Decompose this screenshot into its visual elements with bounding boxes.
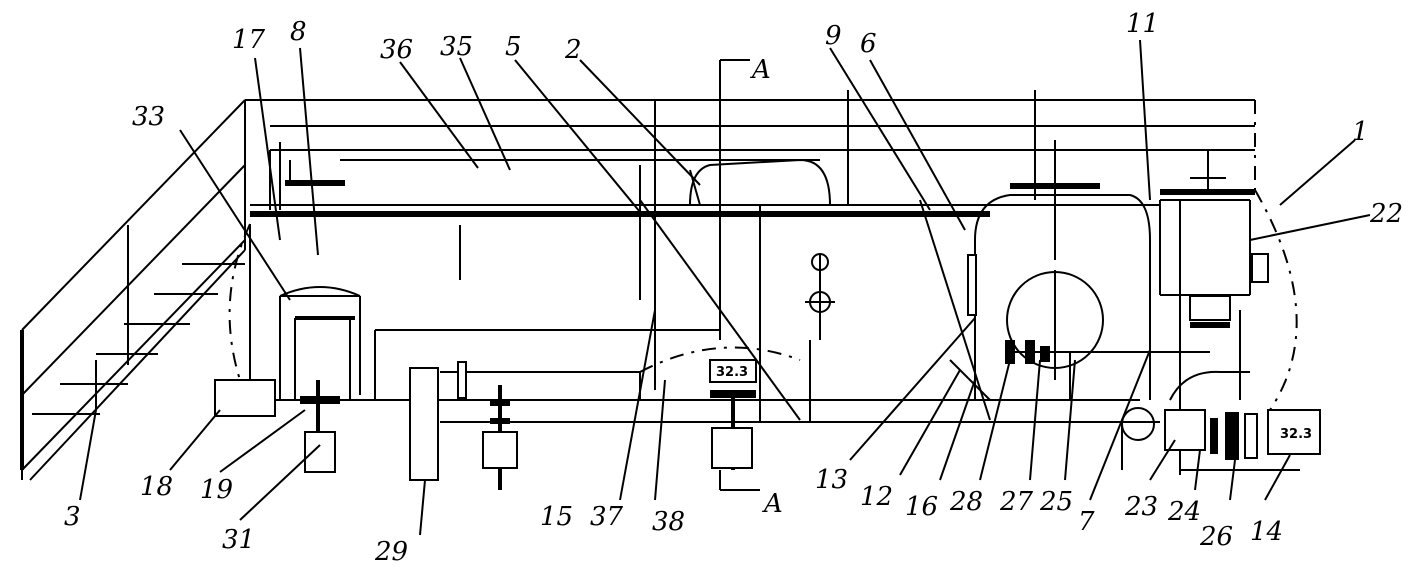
- label-23: 23: [1124, 492, 1158, 522]
- right-tank: [919, 100, 1300, 475]
- part-labels: 17 8 36 35 5 2 A 9 6 11 1 33 22 18 19 3 …: [64, 9, 1403, 567]
- label-2: 2: [564, 35, 582, 65]
- label-22: 22: [1369, 199, 1403, 229]
- label-7: 7: [1078, 507, 1095, 537]
- label-18: 18: [140, 472, 173, 502]
- label-3: 3: [64, 502, 81, 532]
- label-11: 11: [1126, 9, 1159, 39]
- valves-and-pumps: [214, 253, 1321, 490]
- main-tank: [240, 100, 1160, 423]
- label-25: 25: [1039, 487, 1073, 517]
- label-37: 37: [590, 502, 624, 532]
- label-13: 13: [815, 465, 848, 495]
- label-36: 36: [380, 35, 413, 65]
- label-9: 9: [825, 21, 842, 51]
- label-a-top: A: [750, 55, 771, 85]
- section-marks: [719, 470, 760, 491]
- label-19: 19: [200, 475, 233, 505]
- plate-left: 32.3: [716, 365, 748, 380]
- label-15: 15: [540, 502, 573, 532]
- label-8: 8: [290, 17, 307, 47]
- left-tank: [228, 180, 720, 400]
- top-walkway: [245, 59, 1255, 340]
- label-33: 33: [132, 102, 165, 132]
- label-35: 35: [440, 32, 473, 62]
- label-a-bottom: A: [762, 489, 783, 519]
- leader-lines: [79, 39, 1371, 536]
- label-29: 29: [374, 537, 408, 567]
- label-14: 14: [1250, 517, 1283, 547]
- label-31: 31: [222, 525, 255, 555]
- label-16: 16: [905, 492, 938, 522]
- label-17: 17: [232, 25, 266, 55]
- label-5: 5: [505, 32, 522, 62]
- label-24: 24: [1167, 497, 1201, 527]
- label-27: 27: [999, 487, 1034, 517]
- label-12: 12: [860, 482, 893, 512]
- staircase: [20, 99, 246, 481]
- label-26: 26: [1199, 522, 1233, 552]
- label-38: 38: [652, 507, 685, 537]
- label-28: 28: [949, 487, 983, 517]
- plate-right: 32.3: [1280, 427, 1312, 442]
- label-6: 6: [860, 29, 877, 59]
- label-1: 1: [1352, 117, 1369, 147]
